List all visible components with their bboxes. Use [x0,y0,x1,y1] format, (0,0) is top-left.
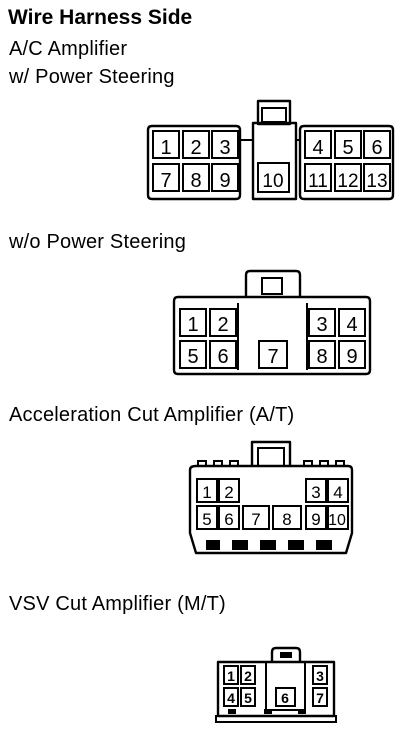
pin-label: 8 [316,346,327,368]
pin-label: 7 [160,170,171,192]
ac-amplifier-label: A/C Amplifier [9,38,128,60]
pin-label: 9 [311,510,320,529]
pin-label: 8 [282,510,291,529]
pin-label: 5 [342,137,353,159]
pin-label: 1 [160,137,171,159]
pin-label: 8 [190,170,201,192]
pin-label: 3 [316,668,324,684]
pin-label: 6 [281,690,289,706]
page-title: Wire Harness Side [8,6,193,29]
pin-label: 7 [267,346,278,368]
pin-label: 3 [316,314,327,336]
pin-label: 9 [346,346,357,368]
without-power-steering-label: w/o Power Steering [9,231,187,253]
pin-label: 11 [308,171,328,192]
pin-label: 6 [224,510,233,529]
pin-label: 5 [187,346,198,368]
pin-label: 6 [371,137,382,159]
pin-label: 1 [227,668,235,684]
pin-label: 4 [333,483,342,502]
pin-label: 10 [328,512,346,529]
pin-label: 3 [311,483,320,502]
pin-label: 7 [251,510,260,529]
pin-label: 1 [187,314,198,336]
pin-label: 6 [217,346,228,368]
pin-label: 7 [316,690,324,706]
pin-label: 2 [244,668,252,684]
pin-label: 13 [366,171,387,192]
pin-label: 2 [224,483,233,502]
pin-label: 5 [244,690,252,706]
pin-label: 3 [219,137,230,159]
pin-label: 2 [217,314,228,336]
pin-label: 12 [337,171,358,192]
pin-label: 9 [219,170,230,192]
pin-label: 1 [202,483,211,502]
with-power-steering-label: w/ Power Steering [9,66,175,88]
vsv-cut-amplifier-label: VSV Cut Amplifier (M/T) [9,593,226,615]
acceleration-cut-amplifier-label: Acceleration Cut Amplifier (A/T) [9,404,295,426]
pin-label: 4 [312,137,323,159]
pin-label: 4 [227,690,235,706]
pin-label: 10 [262,171,283,192]
pin-label: 2 [190,137,201,159]
pin-label: 4 [346,314,357,336]
pin-label: 5 [202,510,211,529]
